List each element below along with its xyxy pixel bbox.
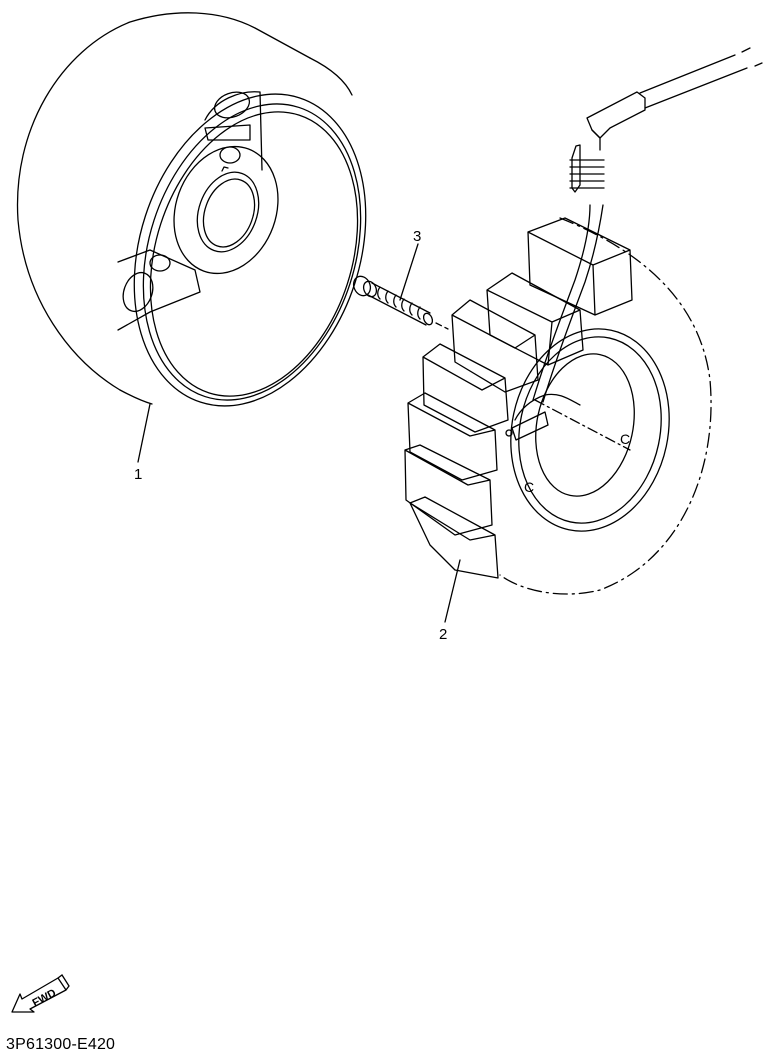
rotor-part-1 xyxy=(16,12,367,407)
leader-line-2 xyxy=(444,559,461,623)
callout-2: 2 xyxy=(439,626,448,643)
screw-part-3 xyxy=(352,275,449,330)
callout-3: 3 xyxy=(413,228,422,245)
fwd-label: FWD xyxy=(30,987,58,1009)
callout-1: 1 xyxy=(134,466,143,483)
svg-text:C: C xyxy=(524,479,534,495)
stator-part-2: C C xyxy=(404,47,763,595)
drawing-code: 3P61300-E420 xyxy=(6,1036,116,1053)
leader-line-1 xyxy=(137,403,151,463)
leader-line-3 xyxy=(399,243,419,301)
svg-text:C: C xyxy=(620,431,630,447)
forward-arrow-icon: FWD xyxy=(11,974,70,1013)
